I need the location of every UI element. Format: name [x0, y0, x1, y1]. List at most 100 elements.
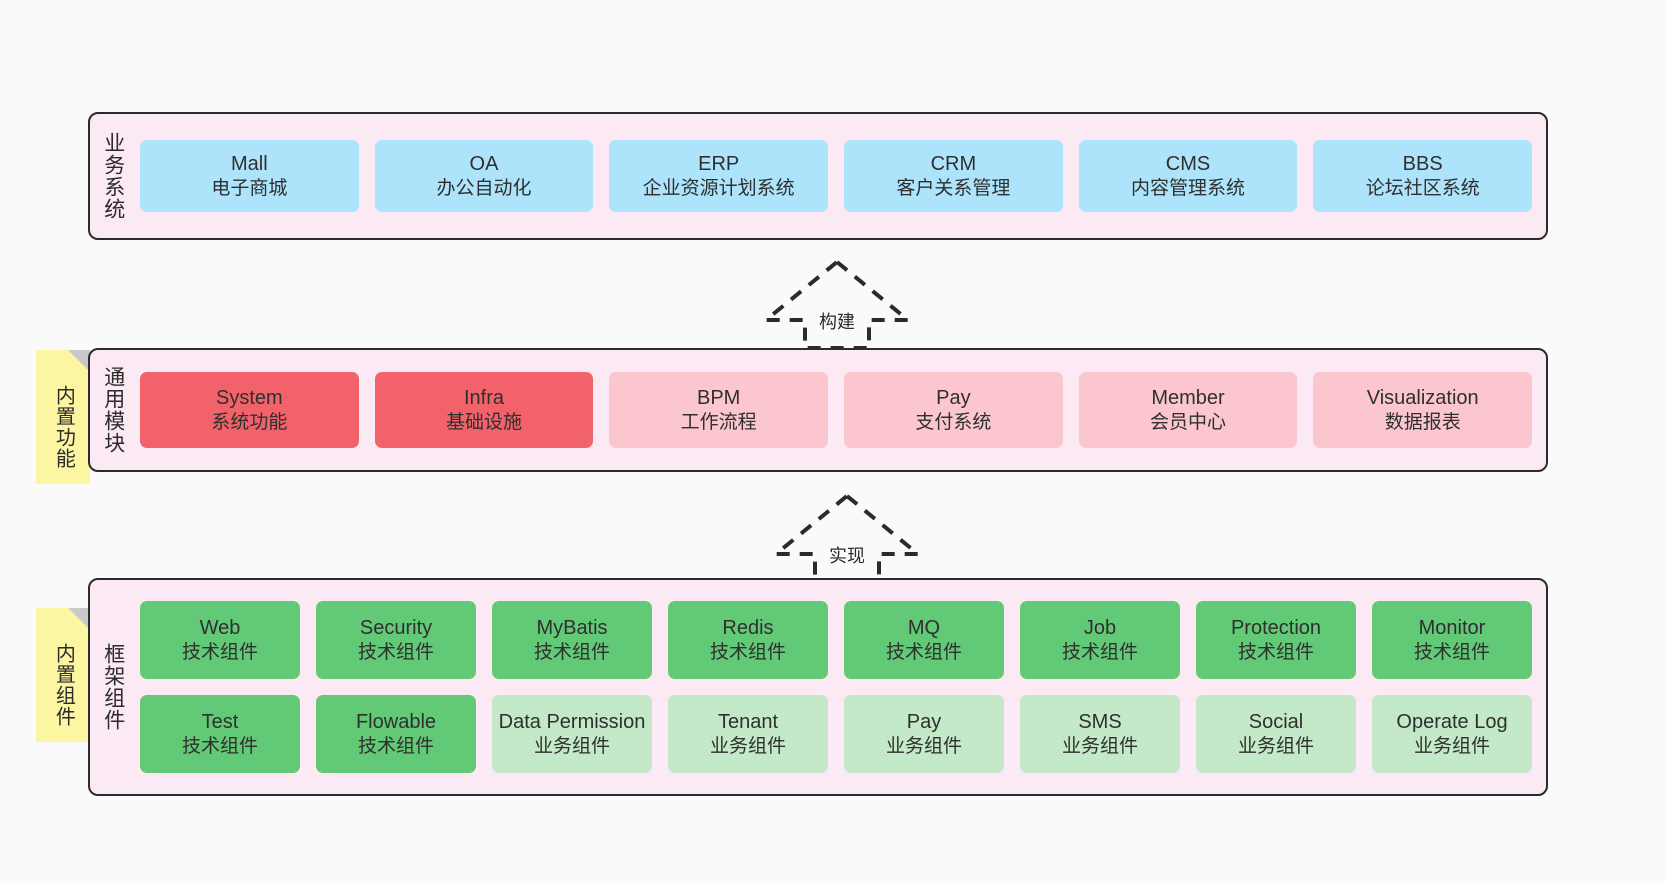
arrow-build-outline: [762, 259, 912, 350]
framework-component-card-subtitle: 技术组件: [1237, 641, 1314, 663]
framework-component-card-subtitle: 技术组件: [357, 641, 434, 663]
layer-framework-title: 框架组件: [101, 643, 125, 731]
framework-component-card-title: SMS: [1078, 711, 1122, 734]
framework-component-card-title: Test: [201, 711, 239, 734]
framework-component-card-title: Social: [1248, 711, 1304, 734]
business-card-title: BBS: [1402, 153, 1443, 176]
framework-component-card-title: Security: [359, 617, 433, 640]
arrow-realize-label: 实现: [829, 546, 865, 566]
framework-component-card-subtitle: 业务组件: [885, 735, 962, 757]
business-card-title: CMS: [1165, 153, 1211, 176]
common-module-card-subtitle: 基础设施: [446, 411, 523, 433]
common-module-card-subtitle: 系统功能: [211, 411, 288, 433]
common-module-card-title: Pay: [936, 387, 971, 410]
business-card-subtitle: 客户关系管理: [896, 177, 1011, 199]
framework-component-card-subtitle: 技术组件: [1061, 641, 1138, 663]
layer-business-title: 业务系统: [101, 132, 125, 220]
common-module-card-title: Member: [1151, 387, 1225, 410]
sticky-builtin-components: 内置组件: [36, 608, 90, 742]
framework-component-card-subtitle: 业务组件: [1237, 735, 1314, 757]
framework-component-card-subtitle: 业务组件: [1413, 735, 1490, 757]
framework-component-card-subtitle: 技术组件: [885, 641, 962, 663]
framework-component-card-title: Data Permission: [498, 711, 646, 734]
sticky-builtin-features: 内置功能: [36, 350, 90, 484]
common-module-card-title: Infra: [463, 387, 505, 410]
arrow-realize: 实现: [772, 492, 922, 584]
framework-component-card-subtitle: 技术组件: [181, 735, 258, 757]
framework-component-card-title: MyBatis: [536, 617, 608, 640]
framework-component-card-title: MQ: [907, 617, 941, 640]
business-card-title: CRM: [930, 153, 977, 176]
business-card-title: ERP: [698, 153, 740, 176]
arrow-build: 构建: [762, 258, 912, 350]
arrow-realize-outline: [772, 493, 922, 584]
framework-component-card-title: Tenant: [717, 711, 779, 734]
framework-component-card-subtitle: 业务组件: [1061, 735, 1138, 757]
framework-component-card-subtitle: 技术组件: [533, 641, 610, 663]
arrow-build-label: 构建: [819, 312, 855, 332]
common-module-card-subtitle: 支付系统: [915, 411, 992, 433]
framework-component-card-subtitle: 技术组件: [357, 735, 434, 757]
framework-component-card-title: Flowable: [355, 711, 437, 734]
framework-component-card-subtitle: 技术组件: [181, 641, 258, 663]
business-card-subtitle: 电子商城: [211, 177, 288, 199]
framework-component-card-subtitle: 业务组件: [533, 735, 610, 757]
common-module-card-subtitle: 工作流程: [680, 411, 757, 433]
business-card-subtitle: 内容管理系统: [1131, 177, 1246, 199]
common-module-card-subtitle: 数据报表: [1384, 411, 1461, 433]
framework-component-card-title: Redis: [722, 617, 774, 640]
layer-common-title: 通用模块: [101, 366, 125, 454]
framework-component-card-subtitle: 技术组件: [1413, 641, 1490, 663]
framework-component-card-title: Pay: [906, 711, 942, 734]
business-card-subtitle: 办公自动化: [436, 177, 532, 199]
business-card-title: Mall: [231, 153, 268, 176]
common-module-card-title: Visualization: [1366, 387, 1479, 410]
common-module-card-title: System: [215, 387, 283, 410]
business-card-subtitle: 企业资源计划系统: [642, 177, 795, 199]
common-module-card-subtitle: 会员中心: [1150, 411, 1227, 433]
framework-component-card-title: Protection: [1230, 617, 1322, 640]
business-card-title: OA: [469, 153, 499, 176]
framework-component-card-subtitle: 技术组件: [709, 641, 786, 663]
common-module-card-title: BPM: [697, 387, 741, 410]
framework-component-card-subtitle: 业务组件: [709, 735, 786, 757]
